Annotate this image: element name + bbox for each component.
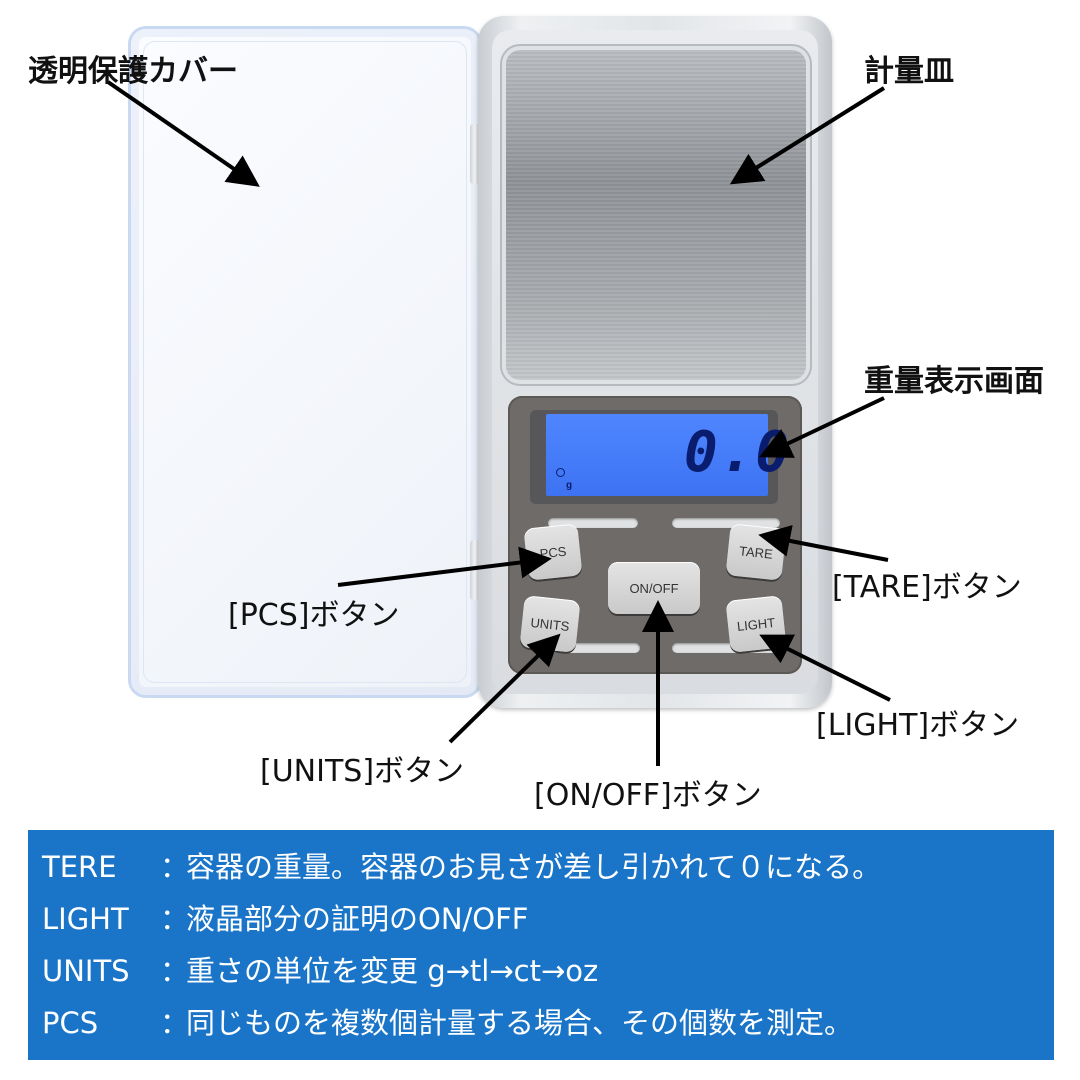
info-text: 液晶部分の証明のON/OFF — [186, 902, 529, 936]
arrow-tare — [758, 525, 889, 562]
info-row-pcs: PCS ：同じものを複数個計量する場合、その個数を測定。 — [42, 1000, 853, 1046]
lcd-unit: g — [566, 480, 573, 491]
info-key: PCS — [42, 1006, 99, 1040]
label-tare: [TARE]ボタン — [832, 570, 1022, 605]
info-text: 重さの単位を変更 g→tl→ct→oz — [186, 954, 599, 988]
info-text: 容器の重量。容器のお見さが差し引かれて０になる。 — [186, 850, 882, 884]
info-key: LIGHT — [42, 902, 129, 936]
info-row-tare: TERE ：容器の重量。容器のお見さが差し引かれて０になる。 — [42, 844, 881, 890]
info-key: TERE — [42, 850, 117, 884]
info-row-units: UNITS ：重さの単位を変更 g→tl→ct→oz — [42, 948, 598, 994]
label-plate: 計量皿 — [864, 54, 954, 89]
label-cover: 透明保護カバー — [28, 54, 238, 89]
lcd-display — [546, 414, 768, 496]
arrow-pcs — [337, 546, 552, 587]
label-light: [LIGHT]ボタン — [816, 708, 1020, 743]
info-separator: ： — [160, 850, 190, 884]
info-separator: ： — [160, 954, 190, 988]
panel-slot-top-left — [548, 518, 638, 528]
arrow-light — [759, 634, 891, 702]
info-panel: TERE：容器の重量。容器のお見さが差し引かれて０になる。 LIGHT：液晶部分… — [28, 830, 1054, 1060]
info-key: UNITS — [42, 954, 130, 988]
weighing-plate — [506, 50, 806, 380]
cover-inner-edge — [143, 41, 467, 683]
arrow-display — [759, 396, 885, 458]
panel-slot-top-right — [672, 518, 780, 528]
label-on-off: [ON/OFF]ボタン — [534, 778, 762, 813]
arrow-cover — [106, 80, 260, 187]
arrow-plate — [729, 86, 886, 185]
info-separator: ： — [160, 1006, 190, 1040]
panel-slot-bottom-right — [672, 643, 780, 653]
weighing-plate-texture — [506, 50, 806, 380]
label-pcs: [PCS]ボタン — [228, 598, 400, 633]
label-display: 重量表示画面 — [864, 364, 1044, 399]
info-row-light: LIGHT ：液晶部分の証明のON/OFF — [42, 896, 528, 942]
label-units: [UNITS]ボタン — [260, 754, 465, 789]
info-text: 同じものを複数個計量する場合、その個数を測定。 — [186, 1006, 854, 1040]
hinge-top — [470, 124, 480, 184]
panel-slot-bottom-left — [546, 643, 640, 653]
info-separator: ： — [160, 902, 190, 936]
arrow-units — [448, 633, 561, 744]
stable-indicator-icon — [556, 468, 565, 477]
